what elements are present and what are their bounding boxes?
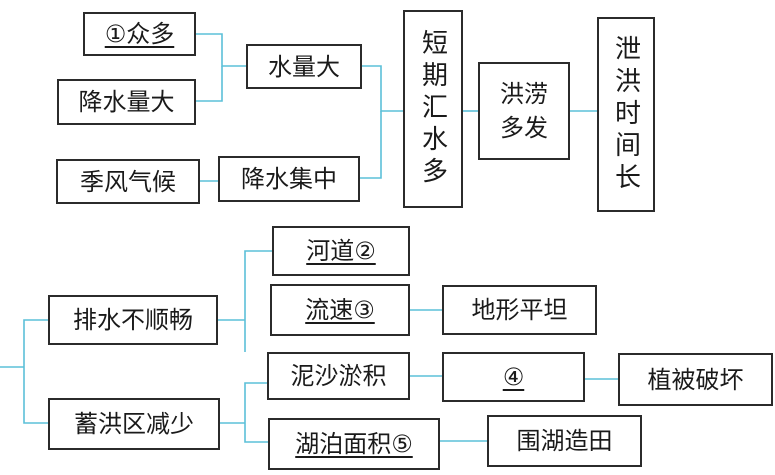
node-sediment-deposition: 泥沙淤积 (267, 352, 410, 400)
connector-drainage-branch (218, 250, 272, 352)
node-blank1: ①众多 (83, 12, 196, 56)
node-heavy-rainfall: 降水量大 (57, 79, 196, 125)
node-short-term-convergence: 短期汇水多 (403, 10, 463, 208)
node-frequent-floods: 洪涝多发 (478, 62, 570, 160)
node-channel-blank2: 河道② (272, 226, 410, 276)
node-lake-area-blank5: 湖泊面积⑤ (268, 418, 440, 470)
node-poor-drainage: 排水不顺畅 (48, 295, 218, 345)
node-monsoon-climate: 季风气候 (56, 159, 200, 204)
node-long-discharge-time: 泄洪时间长 (597, 17, 655, 212)
node-large-water-volume: 水量大 (246, 44, 362, 89)
node-reduced-storage-area: 蓄洪区减少 (48, 398, 220, 450)
connector-main-branch (0, 319, 48, 424)
node-concentrated-rainfall: 降水集中 (218, 156, 360, 202)
connector-volume-to-convergence (362, 65, 403, 112)
connector-storage-branch (220, 382, 270, 443)
node-flow-speed-blank3: 流速③ (270, 284, 410, 336)
connector-concentrated-to-convergence (360, 111, 382, 179)
connector-many-to-volume (196, 33, 246, 67)
node-vegetation-damage: 植被破坏 (618, 353, 773, 406)
node-flat-terrain: 地形平坦 (442, 285, 597, 335)
node-reclamation: 围湖造田 (487, 415, 642, 467)
node-blank4: ④ (442, 352, 585, 402)
connector-rainfall-to-volume (196, 66, 223, 102)
